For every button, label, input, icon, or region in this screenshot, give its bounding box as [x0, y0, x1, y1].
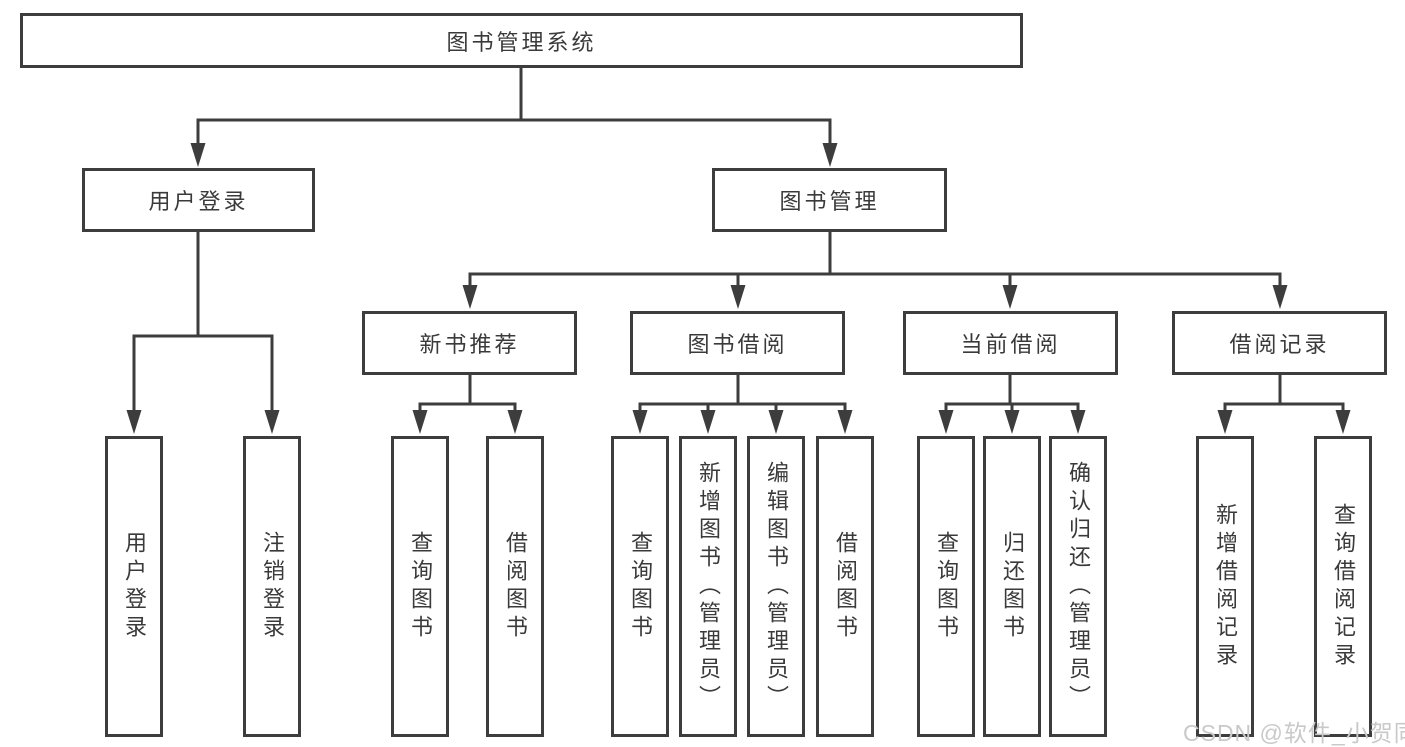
node-borrow-records-label: 借阅记录 [1229, 332, 1330, 357]
node-user-login-label: 用户登录 [148, 189, 249, 214]
leaf-logout-login: 注销登录 [243, 436, 301, 737]
leaf-query-book-recommend: 查询图书 [391, 436, 449, 737]
node-root-label: 图书管理系统 [446, 29, 597, 55]
leaf-borrow-book: 借阅图书 [816, 436, 874, 737]
leaf-edit-book-admin: 编辑图书（管理员） [747, 436, 805, 737]
leaf-confirm-return-admin: 确认归还（管理员） [1049, 436, 1107, 737]
node-user-login: 用户登录 [82, 168, 315, 232]
node-root: 图书管理系统 [20, 13, 1023, 68]
leaf-add-borrow-record: 新增借阅记录 [1196, 436, 1254, 737]
node-borrow-records: 借阅记录 [1172, 311, 1387, 375]
node-book-management-label: 图书管理 [779, 189, 880, 214]
node-book-borrow: 图书借阅 [630, 311, 845, 375]
leaf-return-book: 归还图书 [983, 436, 1041, 737]
node-new-book-recommend: 新书推荐 [362, 311, 577, 375]
leaf-query-book-current: 查询图书 [917, 436, 975, 737]
leaf-query-book-borrow: 查询图书 [611, 436, 669, 737]
node-book-management: 图书管理 [712, 168, 947, 232]
node-current-borrow-label: 当前借阅 [960, 332, 1061, 357]
watermark: CSDN @软件_小贺同学 [1183, 720, 1405, 746]
node-current-borrow: 当前借阅 [903, 311, 1118, 375]
leaf-query-borrow-record: 查询借阅记录 [1314, 436, 1372, 737]
leaf-user-login: 用户登录 [105, 436, 163, 737]
node-book-borrow-label: 图书借阅 [687, 332, 788, 357]
node-new-book-recommend-label: 新书推荐 [419, 332, 520, 357]
leaf-add-book-admin: 新增图书（管理员） [679, 436, 737, 737]
leaf-borrow-book-recommend: 借阅图书 [486, 436, 544, 737]
